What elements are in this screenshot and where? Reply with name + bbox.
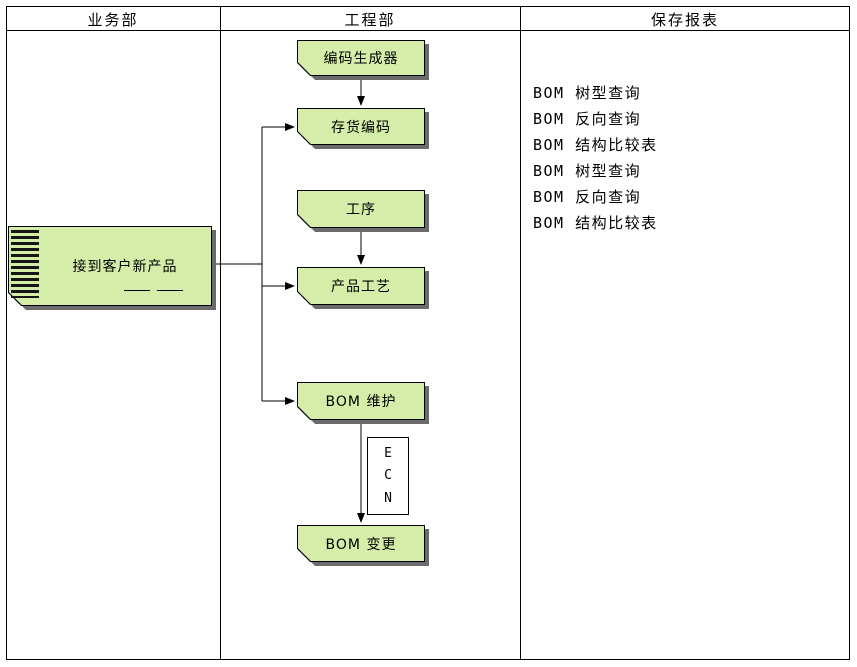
- node-label: 编码生成器: [323, 51, 399, 67]
- node-product-process: 产品工艺: [297, 267, 425, 305]
- node-label: 接到客户新产品: [72, 259, 178, 275]
- node-label: BOM 维护: [325, 394, 397, 410]
- report-item: BOM 反向查询: [533, 188, 642, 206]
- column-divider-2: [520, 6, 521, 660]
- blank-line: [157, 290, 183, 291]
- node-bom-change: BOM 变更: [297, 525, 425, 562]
- node-bom-maintenance: BOM 维护: [297, 382, 425, 420]
- node-label: 存货编码: [331, 119, 391, 136]
- ecn-letter: C: [384, 468, 392, 484]
- lane-header-engineering-dept: 工程部: [344, 11, 396, 29]
- report-item: BOM 树型查询: [533, 162, 642, 180]
- lane-header-business-dept: 业务部: [87, 11, 139, 29]
- fold-corner: [297, 547, 312, 562]
- report-item: BOM 反向查询: [533, 110, 642, 128]
- node-label: 工序: [346, 202, 376, 218]
- fold-corner: [297, 130, 312, 145]
- blank-line: [124, 290, 150, 291]
- fold-corner: [8, 291, 23, 306]
- node-code-generator: 编码生成器: [297, 40, 425, 76]
- fold-corner: [297, 213, 312, 228]
- report-item: BOM 树型查询: [533, 84, 642, 102]
- ecn-letter: E: [384, 445, 392, 461]
- fold-corner: [297, 290, 312, 305]
- spiral-binding-decoration: [11, 230, 39, 298]
- node-receive-new-product: 接到客户新产品: [8, 226, 212, 306]
- node-operation: 工序: [297, 190, 425, 228]
- ecn-label-box: E C N: [367, 437, 409, 515]
- outer-frame: [6, 6, 850, 660]
- node-label: BOM 变更: [325, 536, 397, 553]
- report-item: BOM 结构比较表: [533, 136, 658, 154]
- node-inventory-code: 存货编码: [297, 108, 425, 145]
- fold-corner: [297, 405, 312, 420]
- ecn-letter: N: [384, 491, 392, 507]
- fold-corner: [297, 61, 312, 76]
- header-separator: [6, 30, 850, 31]
- report-item: BOM 结构比较表: [533, 214, 658, 232]
- column-divider-1: [220, 6, 221, 660]
- node-label: 产品工艺: [331, 279, 391, 295]
- lane-header-saved-reports: 保存报表: [650, 11, 719, 29]
- report-list: BOM 树型查询 BOM 反向查询 BOM 结构比较表 BOM 树型查询 BOM…: [533, 80, 833, 236]
